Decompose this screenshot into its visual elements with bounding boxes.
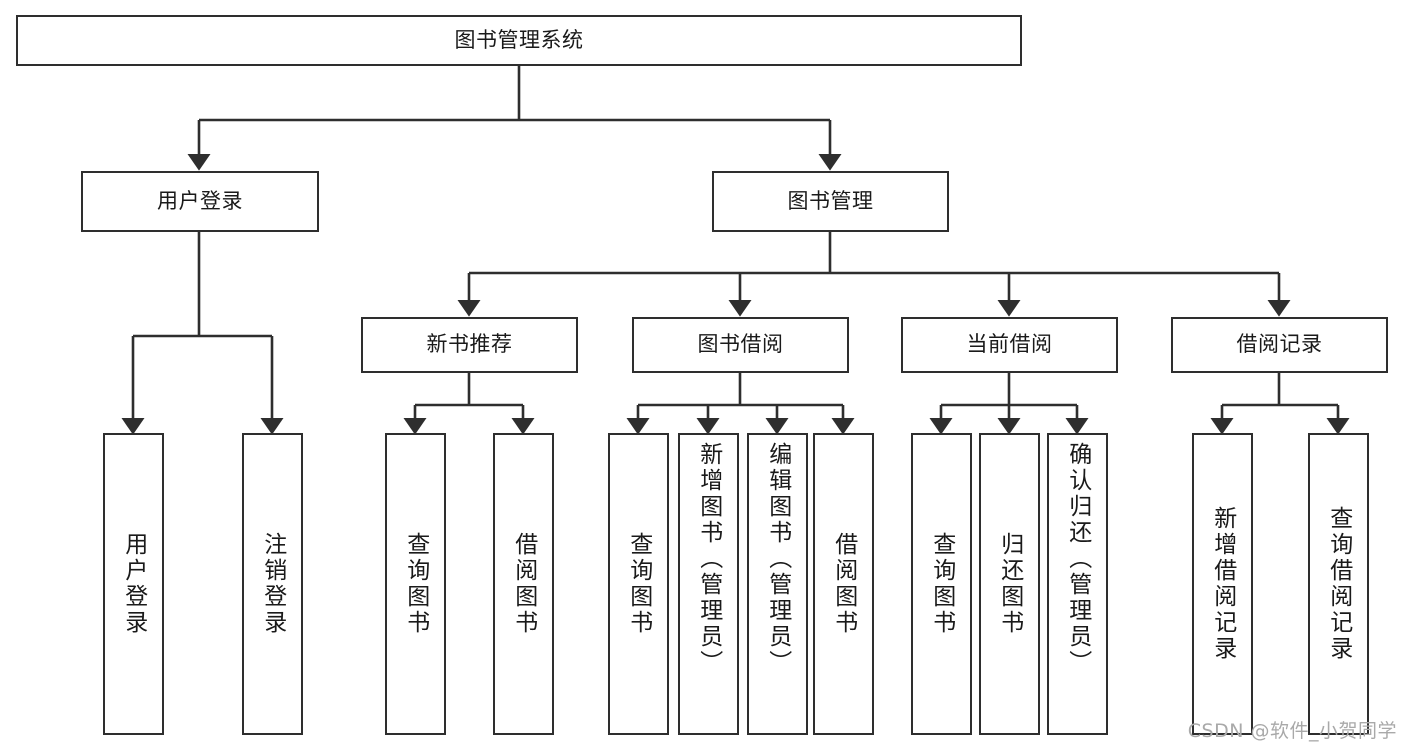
node-current-borrow[interactable]: 当前借阅	[901, 317, 1118, 373]
node-label: 归还图书	[996, 532, 1023, 636]
watermark-text: CSDN @软件_小贺同学	[1187, 720, 1397, 742]
node-leaf-add-book-admin[interactable]: 新增图书（管理员）	[678, 433, 739, 735]
node-label: 确认归还（管理员）	[1064, 442, 1091, 676]
node-label: 图书管理系统	[454, 27, 584, 52]
node-label: 用户登录	[157, 188, 243, 213]
node-label: 查询图书	[625, 532, 652, 636]
node-leaf-query-book-2[interactable]: 查询图书	[608, 433, 669, 735]
node-leaf-borrow-book-2[interactable]: 借阅图书	[813, 433, 874, 735]
node-label: 新书推荐	[426, 332, 513, 357]
node-leaf-user-login[interactable]: 用户登录	[103, 433, 164, 735]
node-label: 当前借阅	[966, 332, 1053, 357]
node-label: 查询图书	[402, 532, 429, 636]
node-book-management[interactable]: 图书管理	[712, 171, 949, 232]
node-leaf-query-borrow-record[interactable]: 查询借阅记录	[1308, 433, 1369, 735]
node-label: 查询借阅记录	[1325, 506, 1352, 662]
node-leaf-logout-login[interactable]: 注销登录	[242, 433, 303, 735]
node-new-book-recommend[interactable]: 新书推荐	[361, 317, 578, 373]
node-label: 新增借阅记录	[1209, 506, 1236, 662]
node-label: 借阅图书	[830, 532, 857, 636]
node-borrow-record[interactable]: 借阅记录	[1171, 317, 1388, 373]
node-label: 用户登录	[120, 532, 147, 636]
node-label: 新增图书（管理员）	[695, 442, 722, 676]
node-label: 注销登录	[259, 532, 286, 636]
node-label: 图书借阅	[697, 332, 784, 357]
node-leaf-query-book-3[interactable]: 查询图书	[911, 433, 972, 735]
node-label: 编辑图书（管理员）	[764, 442, 791, 676]
node-book-management-system[interactable]: 图书管理系统	[16, 15, 1022, 66]
node-leaf-add-borrow-record[interactable]: 新增借阅记录	[1192, 433, 1253, 735]
node-label: 查询图书	[928, 532, 955, 636]
node-label: 借阅记录	[1236, 332, 1323, 357]
node-label: 图书管理	[787, 188, 874, 213]
node-leaf-borrow-book-1[interactable]: 借阅图书	[493, 433, 554, 735]
node-leaf-query-book-1[interactable]: 查询图书	[385, 433, 446, 735]
node-leaf-return-book[interactable]: 归还图书	[979, 433, 1040, 735]
node-book-borrow[interactable]: 图书借阅	[632, 317, 849, 373]
node-leaf-edit-book-admin[interactable]: 编辑图书（管理员）	[747, 433, 808, 735]
node-user-login[interactable]: 用户登录	[81, 171, 319, 232]
node-leaf-confirm-return-admin[interactable]: 确认归还（管理员）	[1047, 433, 1108, 735]
node-label: 借阅图书	[510, 532, 537, 636]
